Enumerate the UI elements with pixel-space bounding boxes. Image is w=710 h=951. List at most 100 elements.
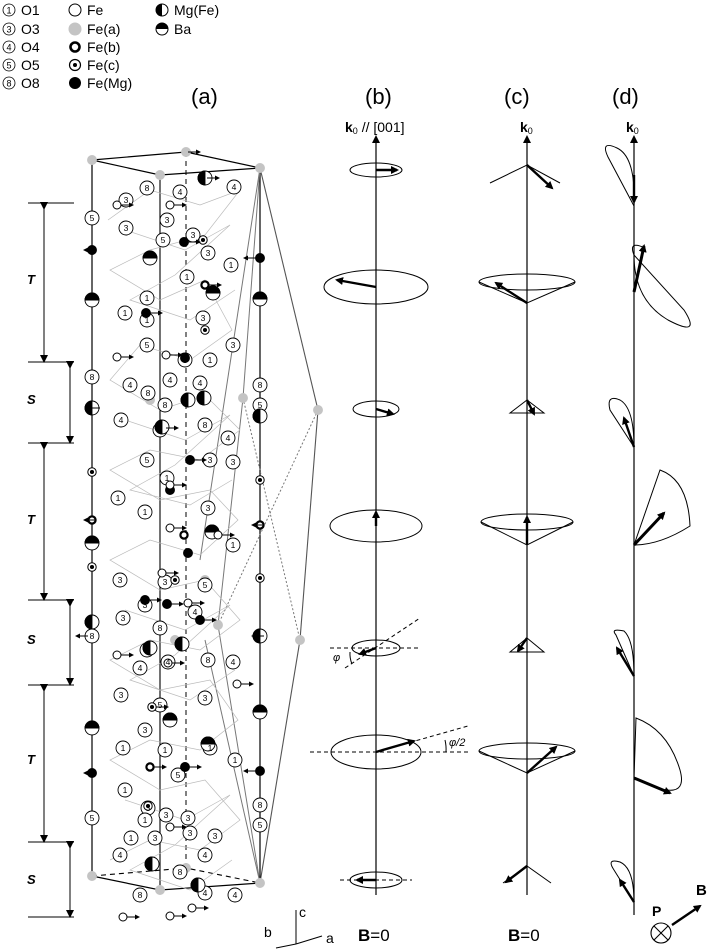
svg-text:4: 4 [232, 182, 237, 192]
axis-a-label: a [326, 930, 334, 946]
block-label-s-2: S [27, 632, 36, 647]
legend-fe: Fe [68, 2, 103, 18]
block-label-t-3: T [27, 752, 35, 767]
svg-text:4: 4 [119, 415, 124, 425]
axis-k0-direction-label: k0 // [001] [345, 119, 405, 136]
svg-text:3: 3 [191, 230, 196, 240]
b-field-arrow-icon [671, 904, 702, 926]
svg-text:3: 3 [121, 613, 126, 623]
legend-ba-label: Ba [174, 21, 192, 37]
phi-half-label: φ/2 [449, 737, 465, 749]
svg-text:4: 4 [6, 43, 11, 53]
legend-o1: 1 O1 [2, 2, 40, 18]
legend-fe-b: Fe(b) [68, 39, 120, 55]
svg-text:8: 8 [138, 890, 143, 900]
fe-thick-ring-icon [69, 41, 81, 53]
svg-text:1: 1 [123, 785, 128, 795]
svg-text:3: 3 [231, 457, 236, 467]
svg-text:1: 1 [185, 272, 190, 282]
svg-text:5: 5 [90, 813, 95, 823]
panel-label-a: (a) [191, 84, 218, 109]
crystal-axes-icon [275, 910, 323, 949]
svg-text:5: 5 [6, 61, 11, 71]
legend-o4: 4 O4 [2, 39, 40, 55]
panel-label-b: (b) [365, 84, 392, 109]
fe-open-sites [112, 200, 242, 922]
svg-text:8: 8 [258, 800, 263, 810]
oxygen-o5-icon: 5 [2, 58, 16, 72]
legend-fe-c: Fe(c) [68, 57, 120, 73]
svg-text:8: 8 [206, 655, 211, 665]
svg-text:1: 1 [123, 308, 128, 318]
svg-text:3: 3 [164, 810, 169, 820]
legend-fe-a: Fe(a) [68, 21, 120, 37]
axis-c-label: c [299, 904, 306, 920]
legend-mg-fe: Mg(Fe) [155, 2, 219, 18]
svg-text:3: 3 [119, 690, 124, 700]
svg-text:3: 3 [163, 577, 168, 587]
svg-text:3: 3 [186, 813, 191, 823]
svg-text:3: 3 [201, 313, 206, 323]
svg-text:3: 3 [183, 355, 188, 365]
legend-o8: 8 O8 [2, 75, 40, 91]
p-label: P [652, 903, 661, 919]
fe-open-icon [68, 3, 82, 17]
legend-fe-label: Fe [87, 2, 104, 18]
svg-text:5: 5 [258, 400, 263, 410]
svg-text:4: 4 [233, 890, 238, 900]
block-dimension-lines [28, 202, 74, 918]
b-zero-label-c: B=0 [508, 926, 540, 945]
axis-k0-label-c: k0 [520, 119, 533, 136]
svg-text:4: 4 [203, 888, 208, 898]
panel-b-spin-cycloid [310, 135, 470, 895]
svg-text:3: 3 [203, 693, 208, 703]
svg-text:4: 4 [231, 657, 236, 667]
legend-o1-label: O1 [21, 2, 40, 18]
legend-fe-mg: Fe(Mg) [68, 75, 132, 91]
svg-text:1: 1 [231, 540, 236, 550]
svg-text:3: 3 [143, 600, 148, 610]
svg-text:8: 8 [90, 372, 95, 382]
svg-text:3: 3 [208, 455, 213, 465]
axis-b-label: b [264, 924, 272, 940]
svg-text:5: 5 [90, 213, 95, 223]
svg-text:3: 3 [118, 575, 123, 585]
svg-text:4: 4 [226, 433, 231, 443]
legend-mg-fe-label: Mg(Fe) [174, 2, 220, 18]
svg-text:8: 8 [146, 388, 151, 398]
legend-o3: 3 O3 [2, 21, 40, 37]
svg-text:5: 5 [203, 580, 208, 590]
legend-ba: Ba [155, 21, 191, 37]
svg-text:1: 1 [143, 507, 148, 517]
svg-text:3: 3 [213, 831, 218, 841]
half-horizontal-icon [155, 22, 169, 36]
svg-text:3: 3 [206, 503, 211, 513]
block-label-s-3: S [27, 872, 36, 887]
fe-dot-icon [68, 58, 82, 72]
svg-text:5: 5 [161, 235, 166, 245]
legend-o8-label: O8 [21, 75, 40, 91]
legend-o5-label: O5 [21, 57, 40, 73]
block-label-s-1: S [27, 392, 36, 407]
svg-text:1: 1 [145, 293, 150, 303]
svg-text:3: 3 [165, 215, 170, 225]
block-label-t-1: T [27, 272, 35, 287]
svg-text:1: 1 [163, 745, 168, 755]
svg-text:4: 4 [158, 425, 163, 435]
svg-text:3: 3 [153, 833, 158, 843]
svg-text:4: 4 [193, 607, 198, 617]
phi-label: φ [333, 652, 340, 664]
svg-text:1: 1 [129, 833, 134, 843]
svg-text:4: 4 [168, 375, 173, 385]
svg-text:4: 4 [178, 187, 183, 197]
svg-text:3: 3 [124, 195, 129, 205]
svg-text:1: 1 [6, 6, 11, 16]
svg-text:3: 3 [231, 340, 236, 350]
b-zero-label-b: B=0 [358, 926, 390, 945]
block-label-t-2: T [27, 512, 35, 527]
svg-text:3: 3 [146, 803, 151, 813]
legend-o5: 5 O5 [2, 57, 40, 73]
